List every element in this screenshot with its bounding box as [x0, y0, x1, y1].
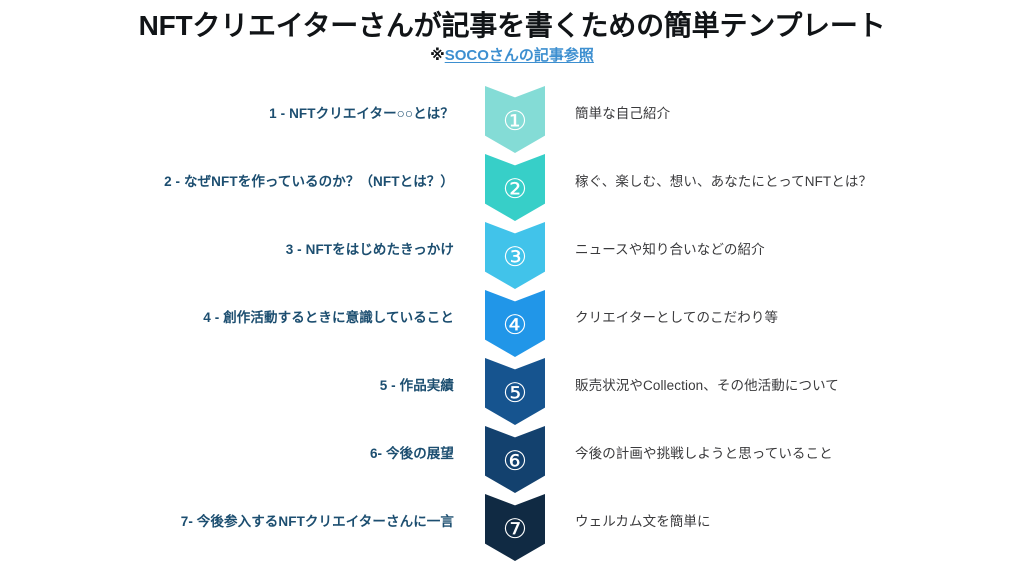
chevron-step-number-5: ⑤ — [502, 377, 528, 409]
step-description-6: 今後の計画や挑戦しようと思っていること — [575, 446, 833, 461]
step-label-7: 7- 今後参入するNFTクリエイターさんに一言 — [180, 514, 454, 529]
reference-marker-icon: ※ — [430, 47, 445, 64]
chevron-step-1[interactable]: ① — [485, 86, 545, 153]
subtitle: ※SOCOさんの記事参照 — [0, 47, 1024, 65]
chevron-step-number-7: ⑦ — [502, 513, 528, 545]
subtitle-rest-text: さんの記事参照 — [488, 47, 594, 64]
step-label-1: 1 - NFTクリエイター○○とは？ — [269, 106, 454, 121]
step-label-3: 3 - NFTをはじめたきっかけ — [285, 242, 454, 257]
step-description-2: 稼ぐ、楽しむ、想い、あなたにとってNFTとは？ — [575, 174, 873, 189]
chevron-step-3[interactable]: ③ — [485, 222, 545, 289]
chevron-step-4[interactable]: ④ — [485, 290, 545, 357]
step-label-4: 4 - 創作活動するときに意識していること — [203, 310, 454, 325]
header: NFTクリエイターさんが記事を書くための簡単テンプレート ※SOCOさんの記事参… — [0, 8, 1024, 65]
chevron-step-number-1: ① — [502, 105, 528, 137]
step-description-3: ニュースや知り合いなどの紹介 — [575, 242, 765, 257]
chevron-step-number-3: ③ — [502, 241, 528, 273]
chevron-step-5[interactable]: ⑤ — [485, 358, 545, 425]
chevron-step-number-2: ② — [502, 173, 528, 205]
step-label-5: 5 - 作品実績 — [379, 378, 454, 393]
chevron-step-number-6: ⑥ — [502, 445, 528, 477]
step-description-7: ウェルカム文を簡単に — [575, 514, 711, 529]
step-description-1: 簡単な自己紹介 — [575, 106, 671, 121]
chevron-step-2[interactable]: ② — [485, 154, 545, 221]
soco-reference-link[interactable]: SOCO — [444, 47, 489, 64]
page-title: NFTクリエイターさんが記事を書くための簡単テンプレート — [138, 10, 886, 41]
step-label-6: 6- 今後の展望 — [369, 446, 454, 461]
chevron-step-6[interactable]: ⑥ — [485, 426, 545, 493]
step-description-4: クリエイターとしてのこだわり等 — [575, 310, 779, 325]
chevron-step-number-4: ④ — [502, 309, 528, 341]
chevron-step-7[interactable]: ⑦ — [485, 494, 545, 561]
step-label-2: 2 - なぜNFTを作っているのか？（NFTとは？） — [164, 174, 454, 189]
chevron-flow-column: ① ② ③ ④ ⑤ ⑥ ⑦ — [485, 86, 545, 562]
step-description-5: 販売状況やCollection、その他活動について — [575, 378, 839, 393]
